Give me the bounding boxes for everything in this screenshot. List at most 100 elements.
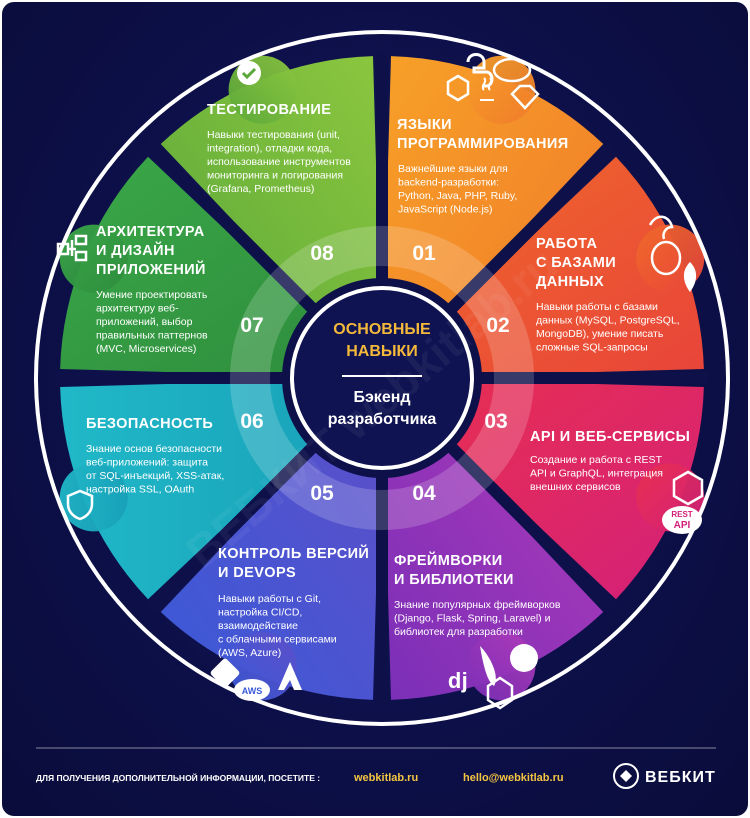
segment-8 [160, 56, 382, 371]
segment-title: ПРИЛОЖЕНИЙ [96, 260, 206, 278]
segment-divider [420, 416, 617, 613]
segment-title: И ДИЗАЙН [96, 241, 175, 259]
segment-description: Навыки тестирования (unit, [207, 129, 340, 141]
center-circle [290, 286, 474, 470]
mongodb-icon [683, 262, 697, 292]
segment-title: БЕЗОПАСНОСТЬ [86, 416, 213, 432]
laravel-icon [486, 676, 514, 710]
segment-number: 02 [486, 314, 509, 337]
segment-description: мониторинга и логирования [207, 170, 343, 182]
segment-description: взаимодействие [218, 620, 298, 632]
segment-4 [382, 385, 604, 700]
segment-number: 05 [310, 482, 334, 505]
segment-2 [389, 156, 704, 378]
segment-description: MongoDB), умение писать [536, 328, 664, 340]
segment-title: API И ВЕБ-СЕРВИСЫ [530, 429, 690, 445]
inner-band [230, 226, 534, 530]
footer-email-link[interactable]: hello@webkitlab.ru [463, 772, 564, 784]
aws-icon [234, 679, 270, 701]
segment-divider [147, 143, 344, 340]
segment-description: Знание основ безопасности [86, 443, 222, 455]
footer-site-link[interactable]: webkitlab.ru [353, 772, 418, 784]
segment-description: JavaScript (Node.js) [398, 204, 493, 216]
segment-description: архитектуру веб- [96, 303, 179, 315]
mysql-icon [648, 215, 674, 240]
segment-description: (Django, Flask, Spring, Laravel) и [394, 613, 551, 625]
php-icon [492, 57, 532, 83]
segment-description: правильных паттернов [96, 330, 208, 342]
segment-number: 08 [310, 242, 334, 265]
center-title: ОСНОВНЫЕ [333, 321, 431, 338]
segment-description: Навыки работы с базами [536, 301, 658, 313]
segment-5 [160, 385, 382, 700]
segment-title: РАБОТА [536, 236, 598, 252]
segment-description: Знание популярных фреймворков [394, 599, 561, 611]
segment-title: КОНТРОЛЬ ВЕРСИЙ [218, 544, 369, 562]
segment-title: ТЕСТИРОВАНИЕ [207, 102, 331, 118]
segment-title: И БИБЛИОТЕКИ [394, 572, 514, 588]
segment-description: Навыки работы с Git, [218, 593, 321, 605]
flask-icon [480, 646, 496, 686]
segment-3 [389, 378, 704, 600]
checkmark-icon [241, 67, 257, 80]
segment-description: от SQL-инъекций, XSS-атак, [86, 470, 224, 482]
brand-name: ВЕБКИТ [645, 769, 716, 786]
segment-6 [60, 378, 375, 600]
segment-6-bump [59, 463, 128, 532]
segment-title: ДАННЫХ [536, 274, 604, 290]
segment-description: использование инструментов [207, 156, 351, 168]
shield-icon [66, 489, 94, 521]
segment-description: Умение проектировать [96, 289, 208, 301]
architecture-icon [56, 234, 88, 262]
segment-description: внешних сервисов [530, 481, 621, 493]
azure-icon [278, 662, 302, 690]
ruby-icon [510, 84, 540, 110]
graphql-icon [672, 470, 704, 506]
segment-description: Python, Java, PHP, Ruby, [398, 190, 517, 202]
segment-number: 03 [484, 410, 507, 433]
segment-number: 07 [240, 314, 263, 337]
brand-logo-icon [613, 763, 639, 789]
segment-description: backend-разработки: [398, 177, 499, 189]
segment-title: АРХИТЕКТУРА [96, 224, 205, 240]
nodejs-icon [446, 74, 470, 102]
segment-description: Создание и работа с REST [530, 454, 663, 466]
segment-description: Важнейшие языки для [398, 163, 508, 175]
segment-1-bump [467, 55, 536, 124]
brand-logo-icon [620, 770, 632, 782]
outer-ring [34, 30, 730, 726]
segment-1 [382, 56, 604, 371]
segment-description: данных (MySQL, PostgreSQL, [536, 315, 680, 327]
rest-api-label: REST [671, 510, 692, 519]
segment-divider [420, 143, 617, 340]
segment-description: с облачными сервисами [218, 634, 337, 646]
segment-title: ПРОГРАММИРОВАНИЯ [397, 136, 569, 152]
segment-description: библиотек для разработки [394, 626, 523, 638]
segment-description: API и GraphQL, интеграция [530, 468, 663, 480]
segment-description: (AWS, Azure) [218, 647, 281, 659]
segment-description: веб-приложений: защита [86, 457, 208, 469]
segment-title: ФРЕЙМВОРКИ [394, 551, 503, 569]
postgresql-icon [650, 240, 682, 276]
rest-api-icon [662, 506, 702, 534]
java-icon [480, 77, 494, 101]
django-icon: dj [448, 668, 468, 693]
segment-divider [147, 416, 344, 613]
spring-icon [510, 644, 538, 672]
segment-number: 04 [412, 482, 436, 505]
center-title: НАВЫКИ [346, 343, 418, 360]
segment-title: И DEVOPS [218, 565, 296, 581]
segment-number: 06 [240, 410, 263, 433]
rest-api-label: API [674, 520, 691, 531]
git-icon [210, 658, 240, 688]
segment-number: 01 [412, 242, 436, 265]
segment-7 [60, 156, 375, 378]
segment-description: настройка CI/CD, [218, 607, 302, 619]
segment-title: С БАЗАМИ [536, 255, 616, 271]
center-subtitle: разработчика [328, 411, 437, 428]
segment-description: integration), отладки кода, [207, 143, 332, 155]
segment-description: настройка SSL, OAuth [86, 484, 194, 496]
